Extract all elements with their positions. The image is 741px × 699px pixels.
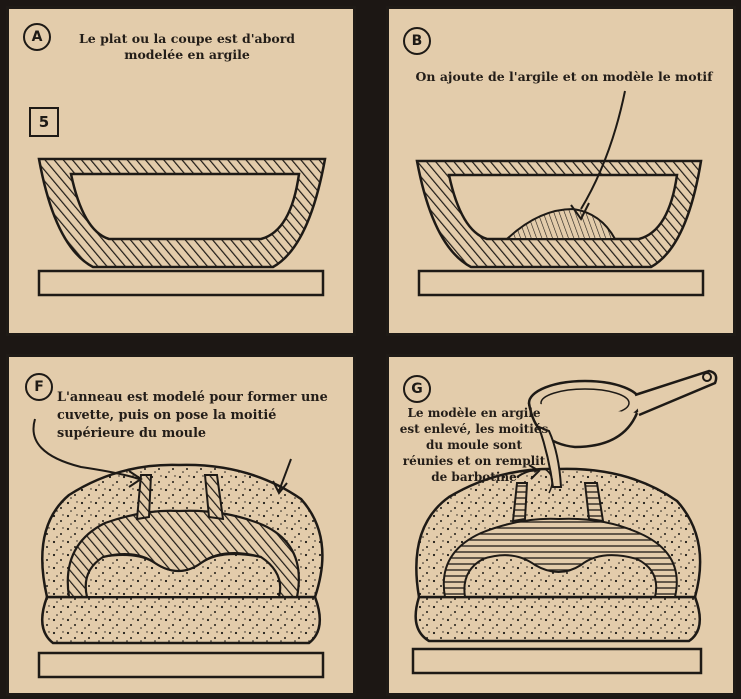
step-badge: F: [25, 373, 53, 401]
step-badge: A: [23, 23, 51, 51]
pointer-arrow: [581, 91, 625, 209]
step-caption: On ajoute de l'argile et on modèle le mo…: [397, 69, 731, 85]
base-plate: [39, 271, 323, 295]
lower-mould: [42, 597, 320, 643]
bowl-with-motif-illustration: [389, 9, 733, 333]
step-badge: B: [403, 27, 431, 55]
panel-g: G Le modèle en argile est enlevé, les mo…: [386, 354, 736, 696]
base-plate: [413, 649, 701, 673]
lower-mould: [416, 597, 700, 641]
base-plate: [39, 653, 323, 677]
panel-f: F L'anneau est modelé pour former une cu…: [6, 354, 356, 696]
step-badge: G: [403, 375, 431, 403]
bowl-section: [39, 159, 325, 267]
figure-number-badge: 5: [29, 107, 59, 137]
base-plate: [419, 271, 703, 295]
clay-motif: [507, 209, 615, 239]
step-caption: Le plat ou la coupe est d'abord modelée …: [67, 31, 307, 63]
step-caption: L'anneau est modelé pour former une cuve…: [57, 389, 353, 443]
panel-a: A 5 Le plat ou la coupe est d'abord mode…: [6, 6, 356, 336]
panel-b: B On ajoute de l'argile et on modèle le …: [386, 6, 736, 336]
step-caption: Le modèle en argile est enlevé, les moit…: [399, 405, 549, 485]
